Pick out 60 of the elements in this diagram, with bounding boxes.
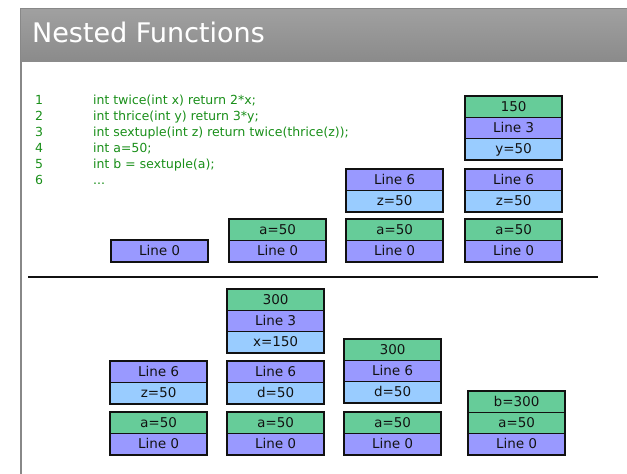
- stack-frame: [226, 288, 325, 354]
- code-line: int thrice(int y) return 3*y;: [93, 108, 259, 124]
- code-line: int sextuple(int z) return twice(thrice(z));: [93, 124, 349, 140]
- line-number: 2: [35, 108, 43, 124]
- return-line-cell: Line 0: [345, 434, 440, 454]
- stack-frame: [226, 411, 325, 456]
- parameter-cell: d=50: [345, 382, 440, 402]
- slide-title: Nested Functions: [32, 17, 265, 51]
- parameter-cell: z=50: [466, 191, 561, 211]
- line-number: 6: [35, 172, 43, 188]
- value-cell: a=50: [228, 413, 323, 433]
- value-cell: a=50: [347, 220, 442, 240]
- value-cell: a=50: [111, 413, 206, 433]
- code-line: int b = sextuple(a);: [93, 156, 215, 172]
- return-line-cell: Line 0: [111, 434, 206, 454]
- return-line-cell: Line 3: [228, 311, 323, 331]
- stack-frame: [464, 95, 563, 161]
- stack-frame: [345, 218, 444, 263]
- parameter-cell: z=50: [347, 191, 442, 211]
- value-cell: a=50: [345, 413, 440, 433]
- return-line-cell: Line 6: [111, 362, 206, 382]
- return-line-cell: Line 0: [466, 241, 561, 261]
- parameter-cell: z=50: [111, 383, 206, 403]
- stack-frame: [109, 360, 208, 405]
- parameter-cell: d=50: [228, 383, 323, 403]
- return-line-cell: Line 3: [466, 118, 561, 138]
- value-cell: a=50: [466, 220, 561, 240]
- return-line-cell: Line 0: [347, 241, 442, 261]
- stack-frame: [464, 168, 563, 213]
- line-number: 3: [35, 124, 43, 140]
- stack-frame: [467, 390, 566, 456]
- value-cell: 300: [345, 340, 440, 360]
- return-line-cell: Line 0: [228, 434, 323, 454]
- parameter-cell: x=150: [228, 332, 323, 352]
- return-line-cell: Line 6: [345, 361, 440, 381]
- stack-frame: [226, 360, 325, 405]
- code-line: int twice(int x) return 2*x;: [93, 92, 256, 108]
- return-line-cell: Line 6: [228, 362, 323, 382]
- code-line: int a=50;: [93, 140, 152, 156]
- return-line-cell: Line 6: [347, 170, 442, 190]
- value-cell: a=50: [230, 220, 325, 240]
- value-cell: 150: [466, 97, 561, 117]
- return-line-cell: Line 0: [112, 241, 207, 261]
- line-number: 1: [35, 92, 43, 108]
- parameter-cell: y=50: [466, 139, 561, 159]
- return-line-cell: Line 0: [469, 434, 564, 454]
- line-number: 4: [35, 140, 43, 156]
- line-number: 5: [35, 156, 43, 172]
- stack-frame: [109, 411, 208, 456]
- stack-frame: [343, 411, 442, 456]
- stack-frame: [343, 338, 442, 404]
- code-line: ...: [93, 172, 105, 188]
- stack-frame: [228, 218, 327, 263]
- stack-frame: [345, 168, 444, 213]
- value-cell: a=50: [469, 413, 564, 433]
- value-cell: 300: [228, 290, 323, 310]
- return-line-cell: Line 0: [230, 241, 325, 261]
- value-cell: b=300: [469, 392, 564, 412]
- return-line-cell: Line 6: [466, 170, 561, 190]
- stack-frame: [464, 218, 563, 263]
